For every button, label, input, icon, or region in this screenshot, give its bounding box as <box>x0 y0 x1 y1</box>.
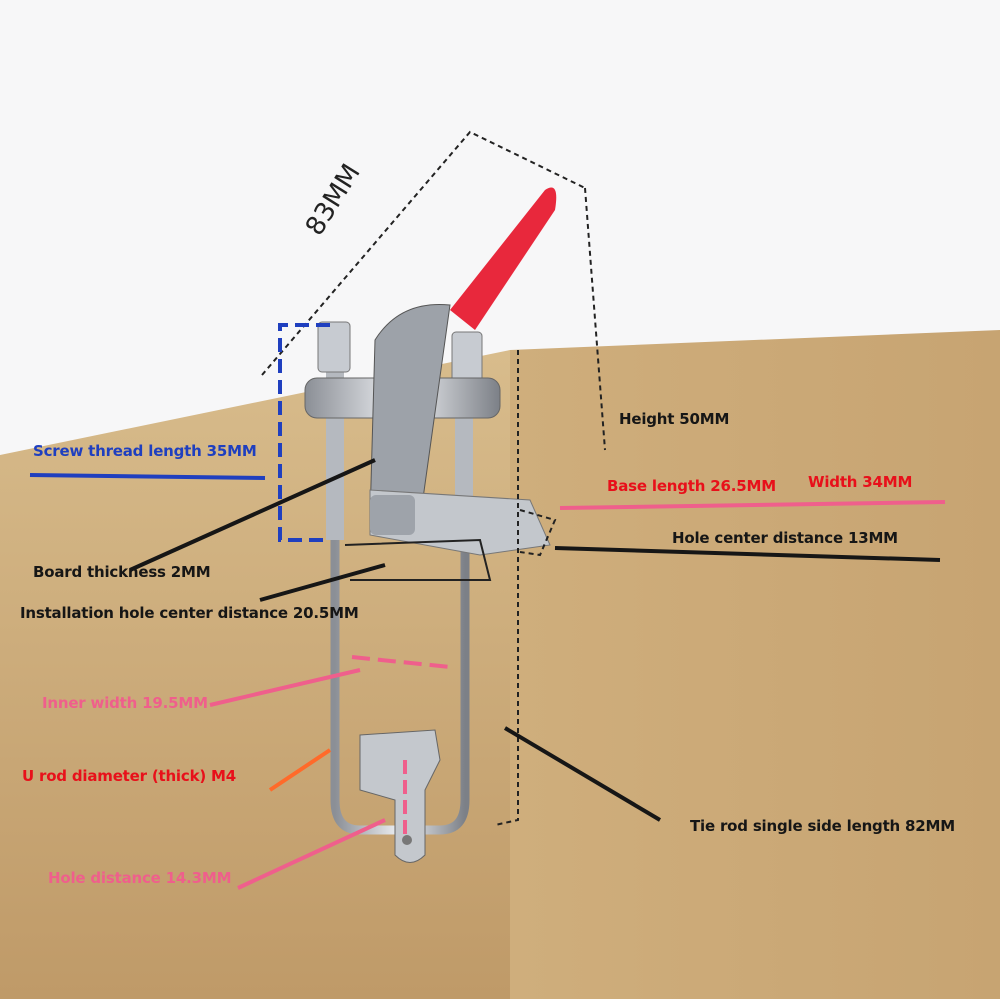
screw-thread-label: Screw thread length 35MM <box>33 442 257 460</box>
base-length-label: Base length 26.5MM <box>607 477 776 495</box>
install-hole-label: Installation hole center distance 20.5MM <box>20 604 359 622</box>
tie-rod-label: Tie rod single side length 82MM <box>690 817 955 835</box>
latch-clamp <box>304 187 557 863</box>
hole-center-label: Hole center distance 13MM <box>672 529 898 547</box>
u-rod-label: U rod diameter (thick) M4 <box>22 767 236 785</box>
cardboard-box <box>0 330 1000 999</box>
height-label: Height 50MM <box>619 410 730 428</box>
inner-width-label: Inner width 19.5MM <box>42 694 208 712</box>
hole-distance-label: Hole distance 14.3MM <box>48 869 232 887</box>
width-label: Width 34MM <box>808 473 913 491</box>
board-thickness-label: Board thickness 2MM <box>33 563 211 581</box>
dimension-lines <box>29 130 946 890</box>
